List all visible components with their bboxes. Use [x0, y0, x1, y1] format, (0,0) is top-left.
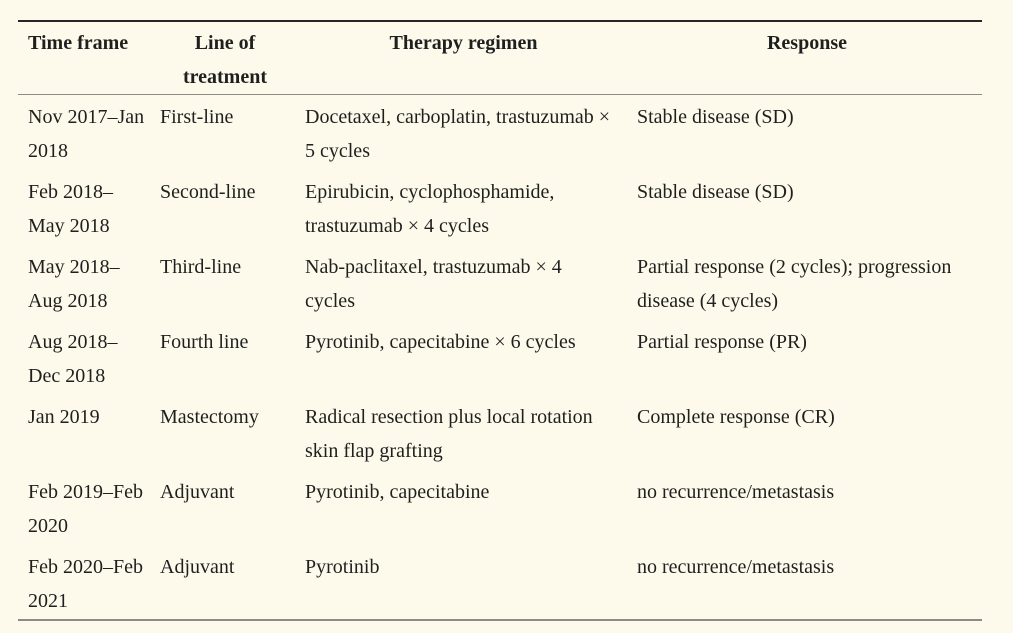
- table-row: Aug 2018– Dec 2018 Fourth line Pyrotinib…: [18, 320, 982, 395]
- header-therapy-regimen: Therapy regimen: [295, 21, 627, 95]
- table-row: Feb 2018– May 2018 Second-line Epirubici…: [18, 170, 982, 245]
- therapy-timeline-table: Time frame Line of treatment Therapy reg…: [18, 20, 982, 621]
- cell-line-of-treatment: Third-line: [160, 255, 242, 278]
- cell-time-frame: Nov 2017–Jan 2018: [28, 106, 145, 162]
- table-header-row: Time frame Line of treatment Therapy reg…: [18, 21, 982, 95]
- cell-response: Stable disease (SD): [637, 106, 794, 128]
- cell-response: Partial response (PR): [637, 330, 807, 353]
- cell-line-of-treatment: Second-line: [160, 180, 256, 203]
- cell-therapy-regimen: Radical resection plus local rotation sk…: [305, 405, 593, 462]
- header-time-frame: Time frame: [18, 21, 150, 95]
- cell-therapy-regimen: Docetaxel, carboplatin, trastuzumab × 5 …: [305, 106, 611, 162]
- cell-time-frame: Feb 2019–Feb 2020: [28, 480, 143, 537]
- cell-line-of-treatment: Adjuvant: [160, 555, 235, 578]
- cell-response: Partial response (2 cycles); progression…: [637, 255, 952, 312]
- table-row: May 2018– Aug 2018 Third-line Nab-paclit…: [18, 245, 982, 320]
- cell-therapy-regimen: Epirubicin, cyclophosphamide, trastuzuma…: [305, 180, 555, 237]
- cell-time-frame: May 2018– Aug 2018: [28, 255, 120, 312]
- cell-line-of-treatment: Fourth line: [160, 330, 249, 353]
- therapy-timeline-table-container: Time frame Line of treatment Therapy reg…: [18, 20, 982, 621]
- header-line-of-treatment: Line of treatment: [150, 21, 295, 95]
- cell-line-of-treatment: Adjuvant: [160, 480, 235, 503]
- table-row: Jan 2019 Mastectomy Radical resection pl…: [18, 395, 982, 470]
- cell-therapy-regimen: Pyrotinib, capecitabine × 6 cycles: [305, 330, 576, 353]
- cell-time-frame: Aug 2018– Dec 2018: [28, 330, 118, 387]
- cell-therapy-regimen: Nab-paclitaxel, trastuzumab × 4 cycles: [305, 255, 562, 312]
- cell-therapy-regimen: Pyrotinib, capecitabine: [305, 480, 490, 503]
- table-row: Feb 2019–Feb 2020 Adjuvant Pyrotinib, ca…: [18, 470, 982, 545]
- cell-time-frame: Feb 2020–Feb 2021: [28, 555, 143, 612]
- cell-response: Stable disease (SD): [637, 180, 794, 203]
- cell-line-of-treatment: Mastectomy: [160, 405, 259, 428]
- cell-line-of-treatment: First-line: [160, 106, 234, 128]
- header-response: Response: [627, 21, 982, 95]
- table-row: Feb 2020–Feb 2021 Adjuvant Pyrotinib no …: [18, 545, 982, 620]
- cell-response: no recurrence/metastasis: [637, 555, 835, 578]
- cell-response: Complete response (CR): [637, 405, 835, 428]
- cell-time-frame: Jan 2019: [28, 405, 100, 428]
- cell-therapy-regimen: Pyrotinib: [305, 555, 380, 578]
- cell-response: no recurrence/metastasis: [637, 480, 835, 503]
- table-row: Nov 2017–Jan 2018 First-line Docetaxel, …: [18, 95, 982, 170]
- cell-time-frame: Feb 2018– May 2018: [28, 180, 113, 237]
